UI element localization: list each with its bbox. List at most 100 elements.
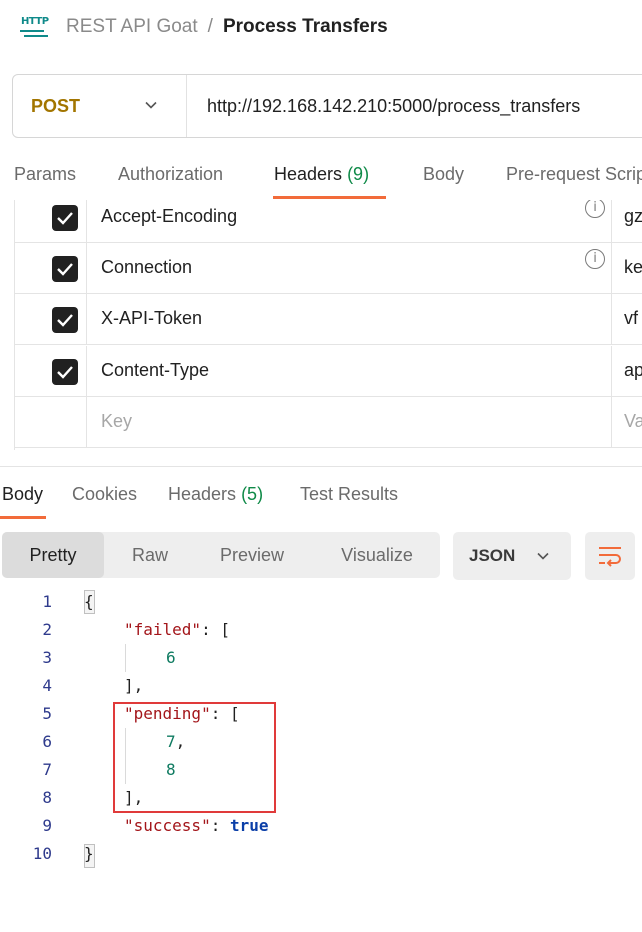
column-divider — [611, 243, 612, 293]
header-enabled-checkbox[interactable] — [52, 205, 78, 231]
header-enabled-checkbox[interactable] — [52, 256, 78, 282]
header-key[interactable]: Connection — [101, 257, 193, 277]
json-key: "success" — [124, 816, 211, 835]
code-text: ], — [124, 676, 144, 695]
header-key[interactable]: Content-Type — [101, 360, 210, 380]
matching-brace-highlight — [84, 844, 95, 868]
wrap-lines-icon — [599, 547, 621, 567]
matching-brace-highlight — [84, 590, 95, 614]
url-input[interactable]: http://192.168.142.210:5000/process_tran… — [207, 95, 581, 116]
format-select[interactable]: JSON — [453, 532, 571, 580]
code-text: } — [84, 844, 94, 863]
line-number: 7 — [42, 760, 52, 779]
code-line: 8 ], — [0, 784, 642, 812]
breadcrumb-parent[interactable]: REST API Goat — [66, 16, 198, 37]
line-number: 5 — [42, 704, 52, 723]
view-visualize-button[interactable]: Visualize — [341, 545, 413, 565]
json-number: 8 — [166, 760, 176, 779]
code-punct: : [ — [210, 704, 240, 723]
check-icon — [57, 212, 73, 225]
table-row-new: Key Value — [15, 397, 642, 448]
chevron-down-icon — [537, 552, 549, 560]
header-value[interactable]: keep-alive — [624, 257, 642, 277]
column-divider — [611, 346, 612, 396]
header-key[interactable]: Accept-Encoding — [101, 206, 238, 226]
request-tabs: Params Authorization Headers (9) Body Pr… — [0, 158, 642, 200]
check-icon — [57, 366, 73, 379]
info-icon[interactable]: i — [585, 249, 605, 269]
view-preview-button[interactable]: Preview — [219, 545, 285, 565]
tab-params[interactable]: Params — [14, 164, 77, 184]
response-tabs: Body Cookies Headers (5) Test Results — [0, 480, 642, 520]
json-key: "pending" — [124, 704, 211, 723]
tab-response-headers-label: Headers — [168, 484, 237, 504]
code-line: 7 8 — [0, 756, 642, 784]
checkbox-cell — [15, 346, 87, 396]
code-line: 6 7, — [0, 728, 642, 756]
format-label: JSON — [469, 546, 516, 565]
tab-response-headers[interactable]: Headers (5) — [168, 484, 263, 505]
table-row: Connection i keep-alive — [15, 243, 642, 294]
table-row: Accept-Encoding i gzip — [15, 200, 642, 243]
check-icon — [57, 314, 73, 327]
line-number: 4 — [42, 676, 52, 695]
check-icon — [57, 263, 73, 276]
indent-guide — [125, 644, 126, 672]
header-enabled-checkbox[interactable] — [52, 359, 78, 385]
http-icon: HTTP — [20, 15, 49, 39]
new-header-value-input[interactable]: Value — [624, 411, 642, 431]
json-boolean: true — [229, 816, 269, 835]
line-number: 2 — [42, 620, 52, 639]
page-title[interactable]: Process Transfers — [222, 16, 388, 37]
json-key: "failed" — [124, 620, 202, 639]
header-value[interactable]: vf — [624, 308, 639, 328]
indent-guide — [125, 728, 126, 784]
checkbox-cell — [15, 243, 87, 293]
breadcrumb-separator: / — [207, 16, 213, 37]
line-number: 6 — [42, 732, 52, 751]
checkbox-cell — [15, 294, 87, 344]
code-line: 4 ], — [0, 672, 642, 700]
table-row: Content-Type application/json — [15, 346, 642, 397]
line-number: 8 — [42, 788, 52, 807]
request-bar: POST http://192.168.142.210:5000/process… — [12, 74, 642, 138]
json-number: 7 — [166, 732, 176, 751]
header-value[interactable]: gzip — [624, 206, 642, 226]
code-punct: : — [210, 816, 230, 835]
code-line: 10 } — [0, 840, 642, 868]
column-divider — [611, 397, 612, 447]
code-line: 1 { — [0, 588, 642, 616]
headers-table: Accept-Encoding i gzip Connection i keep… — [14, 200, 642, 450]
column-divider — [611, 294, 612, 344]
checkbox-cell — [15, 200, 87, 242]
new-header-key-input[interactable]: Key — [101, 411, 133, 431]
code-line: 5 "pending": [ — [0, 700, 642, 728]
breadcrumb: HTTP REST API Goat / Process Transfers — [20, 12, 388, 42]
tab-body[interactable]: Body — [423, 164, 465, 184]
code-line: 2 "failed": [ — [0, 616, 642, 644]
checkbox-cell — [15, 397, 87, 447]
header-key[interactable]: X-API-Token — [101, 308, 203, 328]
pending-highlight-box — [113, 702, 276, 813]
code-punct: , — [175, 732, 186, 751]
code-line: 3 6 — [0, 644, 642, 672]
tab-headers[interactable]: Headers (9) — [274, 164, 369, 185]
tab-test-results[interactable]: Test Results — [300, 484, 399, 504]
code-text: { — [84, 592, 94, 611]
wrap-lines-button[interactable] — [585, 532, 635, 580]
method-select[interactable]: POST — [13, 75, 187, 137]
line-number: 10 — [32, 844, 52, 863]
header-value[interactable]: application/json — [624, 360, 642, 380]
info-icon[interactable]: i — [585, 200, 605, 218]
pane-divider[interactable] — [0, 466, 642, 467]
chevron-down-icon — [145, 101, 157, 109]
tab-cookies[interactable]: Cookies — [72, 484, 138, 504]
tab-response-body[interactable]: Body — [2, 484, 44, 504]
view-mode-toggle: Pretty Raw Preview Visualize — [2, 532, 440, 578]
json-number: 6 — [166, 648, 176, 667]
view-pretty-button[interactable]: Pretty — [2, 532, 104, 578]
tab-pre-request-script[interactable]: Pre-request Script — [506, 164, 642, 184]
tab-authorization[interactable]: Authorization — [118, 164, 224, 184]
header-enabled-checkbox[interactable] — [52, 307, 78, 333]
view-raw-button[interactable]: Raw — [131, 545, 168, 565]
